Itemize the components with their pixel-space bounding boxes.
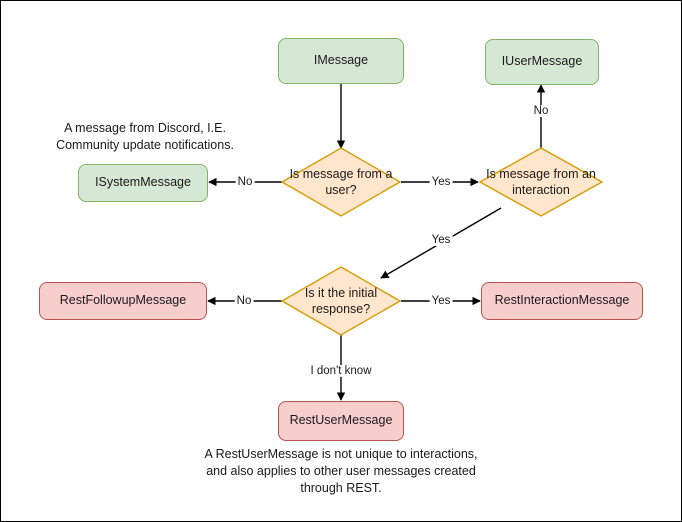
edge-label-idk-initial-response: I don't know — [308, 365, 374, 377]
node-isystemmessage-label: ISystemMessage — [95, 175, 191, 190]
edge-label-no-initial-response: No — [234, 295, 254, 307]
diamond-shape — [281, 147, 401, 217]
node-restfollowupmessage-label: RestFollowupMessage — [59, 293, 187, 308]
node-restinteractionmessage-label: RestInteractionMessage — [494, 293, 630, 308]
node-question-from-interaction-label: Is message from an interaction — [486, 166, 596, 197]
node-question-from-interaction[interactable]: Is message from an interaction — [479, 147, 603, 217]
caption-system-message-note: A message from Discord, I.E. Community u… — [56, 121, 234, 152]
node-restfollowupmessage[interactable]: RestFollowupMessage — [39, 282, 207, 320]
node-iusermessage-label: IUserMessage — [501, 54, 583, 69]
node-iusermessage[interactable]: IUserMessage — [485, 39, 599, 85]
edge-label-yes-from-user: Yes — [429, 176, 453, 188]
edge-label-no-from-interaction: No — [531, 105, 551, 117]
node-imessage[interactable]: IMessage — [278, 38, 404, 84]
node-restusermessage-label: RestUserMessage — [289, 413, 393, 428]
node-question-initial-response-label: Is it the initial response? — [304, 285, 378, 316]
node-restusermessage[interactable]: RestUserMessage — [278, 401, 404, 441]
node-isystemmessage[interactable]: ISystemMessage — [78, 164, 208, 202]
edge-label-yes-from-interaction: Yes — [429, 234, 453, 246]
node-question-from-user-label: Is message from a user? — [289, 166, 393, 197]
edge-label-no-from-user: No — [235, 176, 255, 188]
node-imessage-label: IMessage — [313, 53, 369, 68]
node-question-from-user[interactable]: Is message from a user? — [281, 147, 401, 217]
caption-rest-user-message-note: A RestUserMessage is not unique to inter… — [204, 447, 478, 495]
node-restinteractionmessage[interactable]: RestInteractionMessage — [481, 282, 643, 320]
edge-label-yes-initial-response: Yes — [429, 295, 453, 307]
diamond-shape — [479, 147, 603, 217]
node-question-initial-response[interactable]: Is it the initial response? — [281, 266, 401, 336]
